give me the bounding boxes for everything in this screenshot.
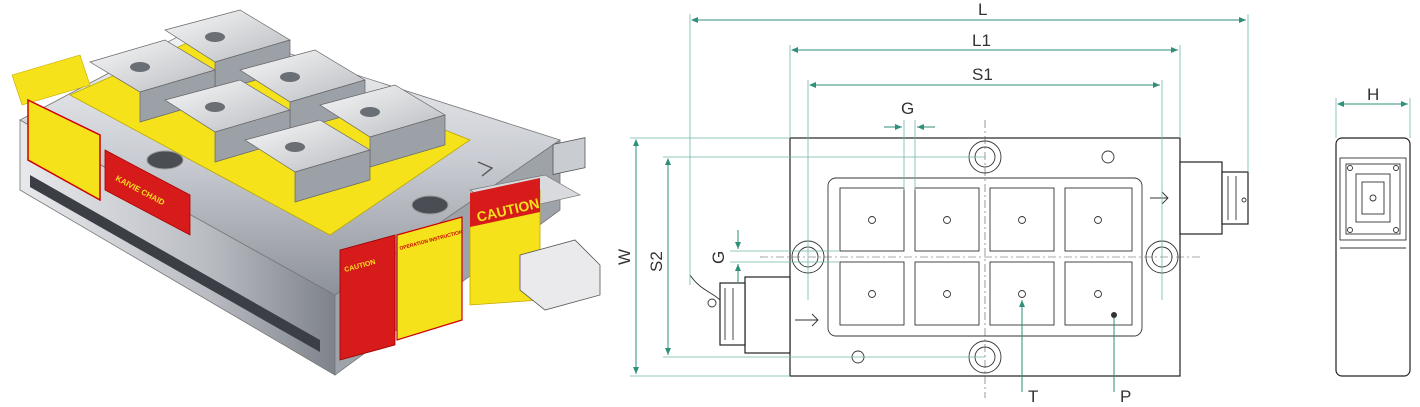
dim-H-label: H	[1367, 85, 1379, 104]
brand-label	[104, 149, 191, 236]
mount-hole	[411, 195, 449, 215]
connector-plug-socket	[552, 137, 586, 175]
caution-banner	[470, 178, 540, 227]
dim-W-label: W	[615, 249, 634, 265]
clamp-blocks	[89, 9, 446, 203]
clamping-block-grid	[839, 187, 1133, 326]
product-render: KAIVIE CHAID CAUTION OPERATION INSTRUCTI…	[11, 9, 601, 376]
dim-L-label: L	[978, 0, 987, 19]
direction-arrow	[477, 161, 494, 177]
left-connector	[689, 274, 791, 354]
dim-S2-label: S2	[647, 251, 666, 272]
top-view: L L1 S1 G W S2 G T	[615, 0, 1249, 406]
dim-L1-label: L1	[972, 31, 991, 50]
right-connector	[1179, 161, 1249, 235]
front-instruction-label	[27, 98, 101, 202]
direction-arrow-right	[1150, 191, 1169, 205]
connector-plug	[519, 239, 601, 311]
mount-hole	[146, 150, 184, 170]
operation-instruction-label	[396, 216, 463, 341]
dim-P-label: P	[1120, 387, 1131, 406]
top-warning-label	[11, 54, 91, 106]
direction-arrow-left	[795, 313, 819, 327]
dim-G-side-label: G	[709, 251, 728, 264]
side-view: H	[1335, 85, 1411, 377]
dim-G-top-label: G	[901, 99, 914, 118]
side-view-body	[1335, 137, 1411, 377]
dim-S1-label: S1	[972, 65, 993, 84]
caution-small-label	[339, 234, 396, 361]
front-slot	[30, 175, 320, 352]
dim-T-label: T	[1028, 387, 1038, 406]
